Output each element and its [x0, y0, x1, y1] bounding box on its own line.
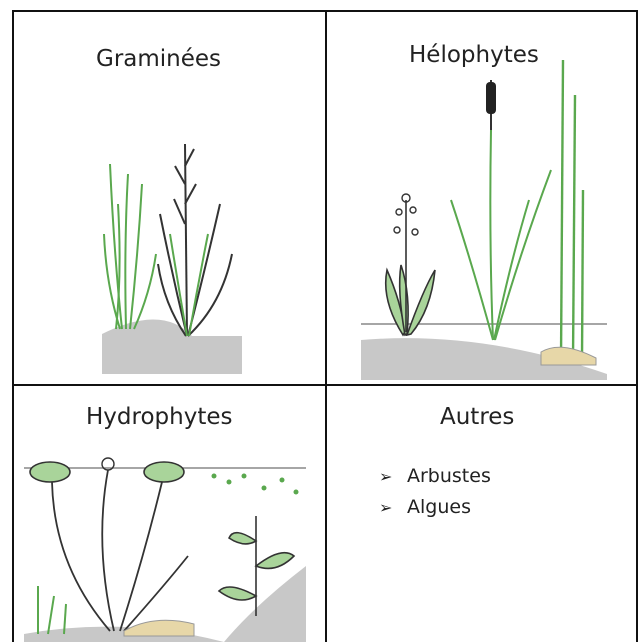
cell-title: Graminées — [96, 46, 221, 72]
cell-helophytes: Hélophytes — [327, 12, 636, 384]
reed-illustration — [361, 40, 607, 380]
arrow-bullet-icon: ➢ — [379, 492, 407, 523]
list-item: ➢Algues — [379, 492, 491, 523]
list-item: ➢Arbustes — [379, 461, 491, 492]
cell-hydrophytes: Hydrophytes — [14, 386, 325, 642]
table-border-right — [636, 10, 638, 642]
list-item-label: Arbustes — [407, 465, 491, 487]
cell-title: Autres — [440, 404, 514, 430]
other-types-list: ➢Arbustes ➢Algues — [379, 461, 491, 523]
cell-title: Hydrophytes — [86, 404, 232, 430]
aquatic-plants-illustration — [24, 446, 306, 642]
cell-autres: Autres ➢Arbustes ➢Algues — [327, 386, 636, 642]
list-item-label: Algues — [407, 496, 471, 518]
plant-categories-table: Graminées Hélophytes — [12, 10, 638, 642]
cell-graminees: Graminées — [14, 12, 325, 384]
arrow-bullet-icon: ➢ — [379, 461, 407, 492]
grass-illustration — [102, 104, 242, 374]
